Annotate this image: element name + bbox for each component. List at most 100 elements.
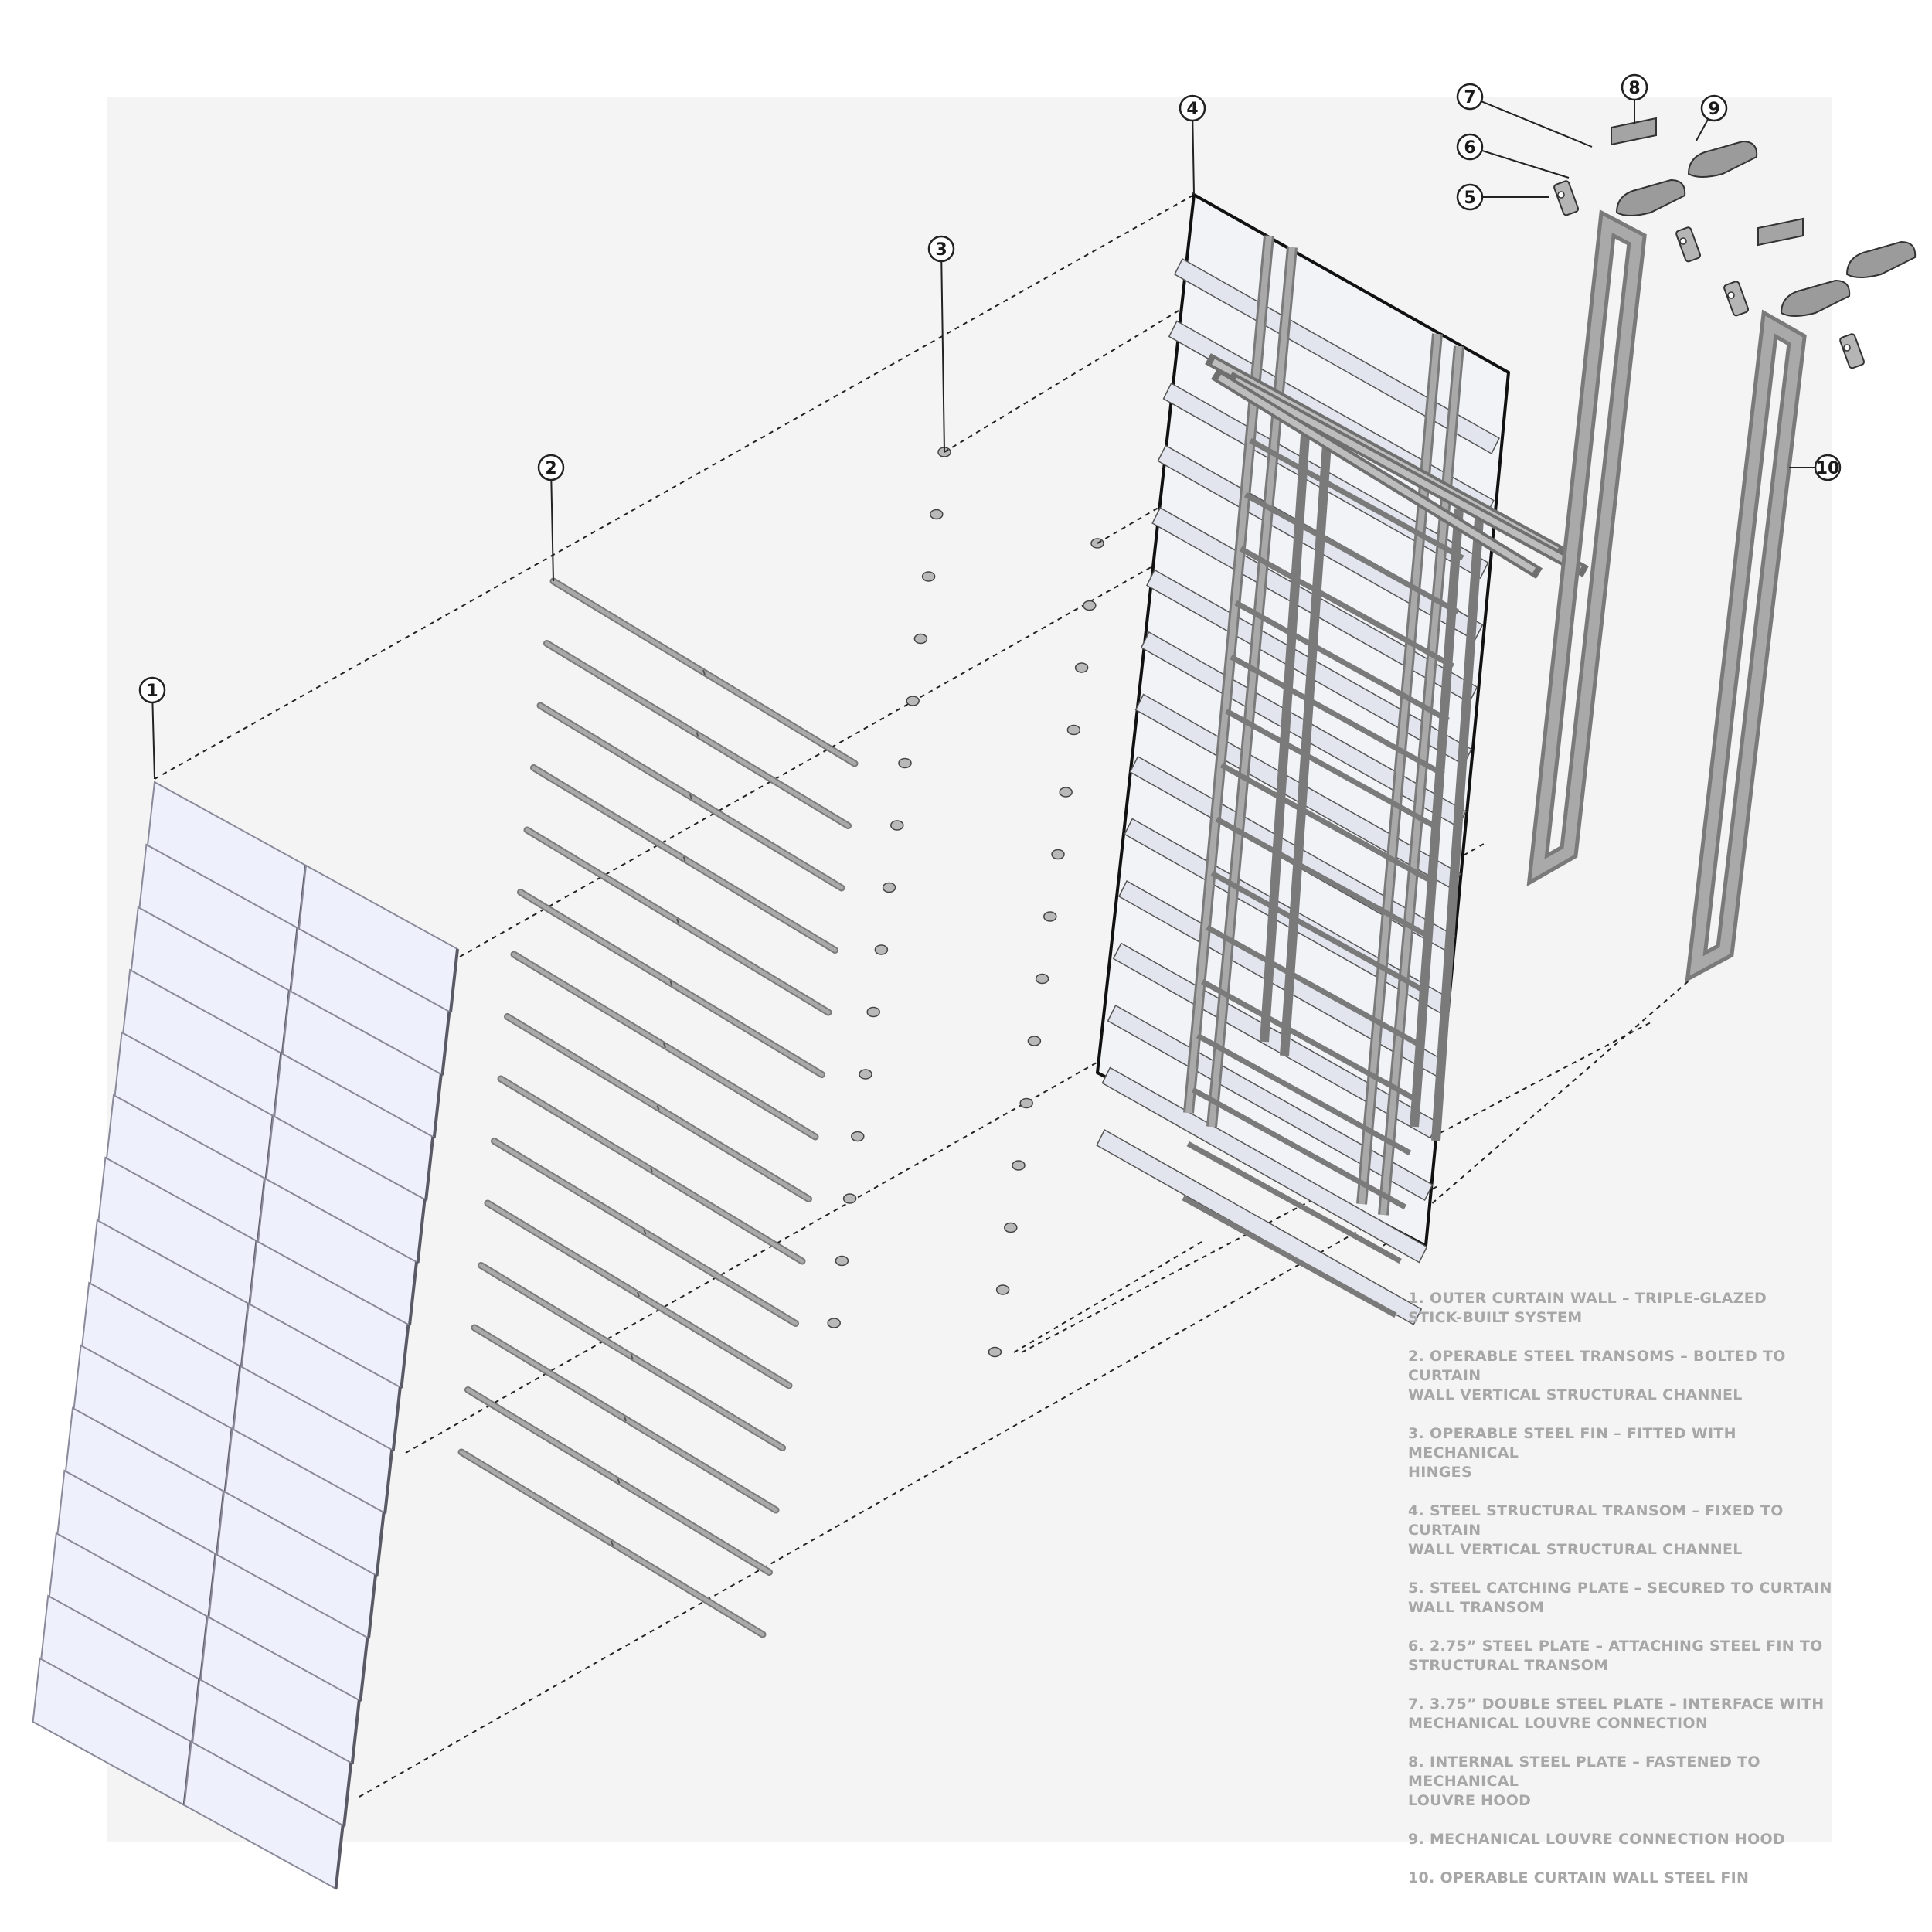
hinge (906, 696, 920, 706)
hinge (874, 944, 889, 955)
inner-steel-frame (1431, 519, 1484, 1141)
structural-frame-assembly (1095, 192, 1589, 1326)
transom-joint (702, 669, 706, 675)
panel-mullion-edge (408, 1261, 418, 1326)
legend-item-1: 1. OUTER CURTAIN WALL – TRIPLE-GLAZED ST… (1408, 1290, 1767, 1326)
legend-item-9: 9. MECHANICAL LOUVRE CONNECTION HOOD (1408, 1831, 1786, 1848)
legend-item-3: 3. OPERABLE STEEL FIN – FITTED WITH MECH… (1408, 1425, 1736, 1481)
transom-joint (643, 1230, 647, 1235)
louvre-hood (1615, 179, 1686, 216)
internal-steel-plate (1611, 117, 1657, 146)
panel-mullion-edge (334, 1825, 345, 1889)
hinge (890, 820, 904, 831)
callout-circle (138, 676, 166, 704)
horizontal-steel-member (1230, 654, 1445, 777)
horizontal-steel-member (1243, 492, 1460, 615)
hinge (1019, 1097, 1033, 1109)
projection-line (944, 301, 1195, 453)
louvre-hood (1687, 140, 1758, 178)
legend: 1. OUTER CURTAIN WALL – TRIPLE-GLAZED ST… (1408, 1289, 1841, 1907)
hinge (1012, 1160, 1026, 1171)
legend-item-5: 5. STEEL CATCHING PLATE – SECURED TO CUR… (1408, 1580, 1832, 1616)
horizontal-steel-member (1182, 1195, 1397, 1318)
panel-mullion-edge (375, 1512, 386, 1577)
callout-leader (151, 689, 155, 780)
structural-transom-beam-face (1233, 377, 1582, 572)
callout-number: 2 (545, 459, 556, 478)
callout-leader (1469, 96, 1593, 148)
louvre-hood (1780, 279, 1851, 317)
hinge (827, 1318, 841, 1328)
callout-circle (1814, 454, 1842, 481)
hinge (930, 509, 944, 520)
steel-plate (1839, 333, 1866, 369)
louvre-hood (1845, 240, 1917, 278)
transom-joint (611, 1540, 614, 1546)
frame-glass-louvre (1096, 1128, 1423, 1326)
horizontal-steel-member (1206, 924, 1421, 1048)
hinge (1066, 724, 1081, 736)
bolt-hole (1679, 237, 1687, 245)
callout-number: 5 (1464, 189, 1475, 208)
legend-item-6: 6. 2.75” STEEL PLATE – ATTACHING STEEL F… (1408, 1638, 1823, 1674)
callout-number: 7 (1464, 88, 1475, 107)
outer-curtain-wall-glazing (32, 781, 459, 1890)
hinge (1074, 662, 1089, 673)
hinge (898, 757, 912, 769)
horizontal-steel-member (1210, 870, 1426, 994)
transom-joint (624, 1416, 627, 1422)
hinge (1035, 973, 1049, 985)
projection-line (359, 1185, 1438, 1798)
callout-circle (1456, 183, 1484, 211)
panel-mullion-edge (440, 1011, 451, 1076)
connection-details (1553, 117, 1917, 369)
frame-glass-louvre (1101, 1066, 1428, 1264)
transom-joint (637, 1291, 640, 1298)
hinge (859, 1069, 872, 1080)
callout-circle (927, 235, 955, 263)
panel-mullion-edge (391, 1386, 402, 1451)
transom-joint (676, 918, 679, 924)
bolt-hole (1727, 291, 1735, 299)
callout-leader (940, 248, 945, 453)
steel-plate (1723, 281, 1750, 317)
hinge (1051, 849, 1065, 860)
steel-plate (1675, 226, 1702, 263)
operable-steel-transoms (457, 577, 859, 1638)
panel-mullion-edge (350, 1699, 361, 1764)
panel-mullion-edge (449, 948, 459, 1013)
horizontal-steel-member (1186, 1141, 1402, 1264)
panel-mullion-edge (424, 1136, 435, 1201)
horizontal-steel-member (1249, 437, 1464, 561)
horizontal-steel-member (1219, 762, 1436, 886)
hinge (1027, 1036, 1042, 1046)
callout-number: 3 (935, 240, 947, 260)
callout-leader (1469, 146, 1570, 179)
transom-joint (682, 856, 686, 862)
horizontal-steel-member (1215, 816, 1431, 940)
callout-number: 10 (1816, 459, 1840, 478)
panel-mullion-edge (400, 1324, 410, 1389)
panel-mullion-edge (383, 1449, 394, 1514)
internal-steel-plate (1757, 217, 1804, 247)
hinge (851, 1131, 865, 1142)
horizontal-steel-member (1239, 546, 1455, 669)
transom-joint (630, 1354, 634, 1359)
hinge (1083, 600, 1097, 611)
transom-joint (650, 1167, 653, 1173)
projection-line (154, 194, 1195, 780)
callout-leader (1192, 107, 1195, 196)
projection-line (1013, 1239, 1206, 1353)
operable-steel-fins (1526, 209, 1807, 983)
callout-number: 9 (1708, 100, 1719, 119)
legend-item-7: 7. 3.75” DOUBLE STEEL PLATE – INTERFACE … (1408, 1696, 1825, 1732)
callout-number: 8 (1628, 79, 1640, 98)
legend-item-2: 2. OPERABLE STEEL TRANSOMS – BOLTED TO C… (1408, 1348, 1786, 1403)
hinge (988, 1346, 1002, 1358)
transom-joint (663, 1043, 666, 1049)
callout-circle (1456, 133, 1484, 161)
panel-mullion-edge (359, 1637, 369, 1702)
structural-transom-beam-face (1217, 374, 1536, 573)
